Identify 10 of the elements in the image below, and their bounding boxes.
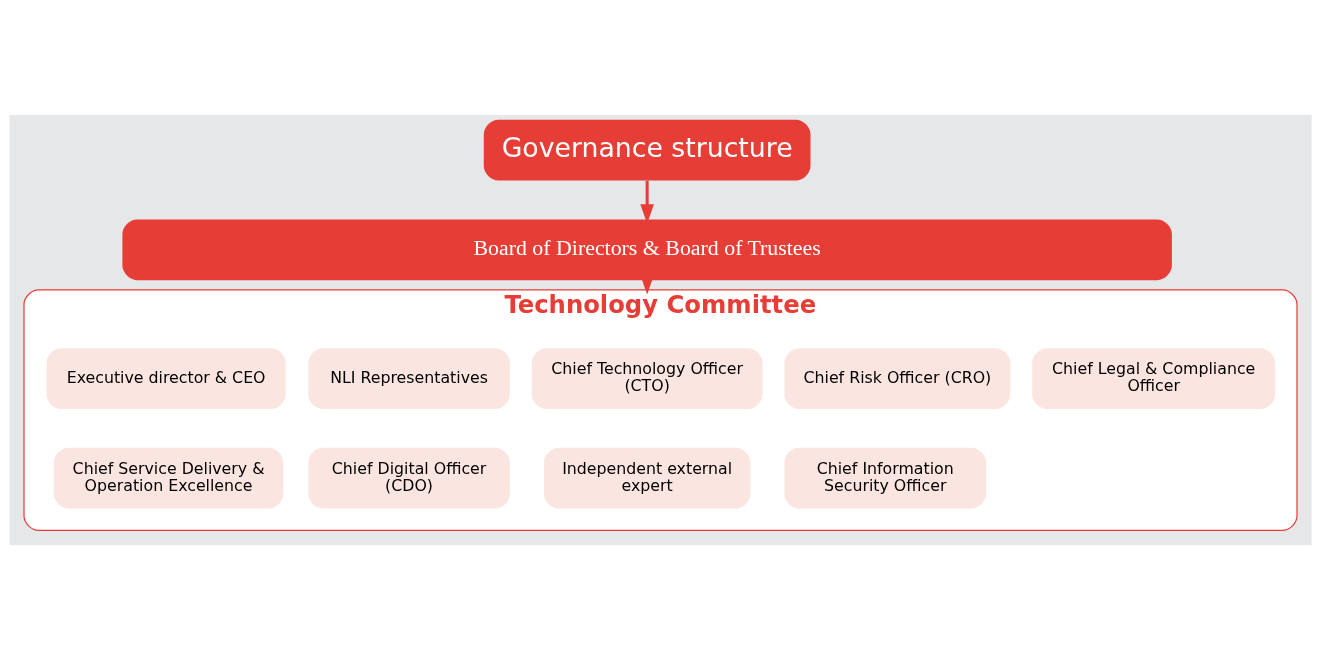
- node-box: Chief Technology Officer (CTO): [531, 347, 763, 409]
- node-box: NLI Representatives: [308, 347, 510, 409]
- node-box: Governance structure: [483, 119, 811, 181]
- node-box: Executive director & CEO: [46, 347, 286, 409]
- node-box: Independent external expert: [543, 447, 751, 509]
- node-box: Chief Legal & Compliance Officer: [1032, 347, 1276, 409]
- node-box: Chief Digital Officer (CDO): [308, 447, 510, 509]
- node-box: Chief Information Security Officer: [784, 447, 987, 509]
- node-box: Chief Risk Officer (CRO): [784, 347, 1011, 409]
- node-box: Chief Service Delivery & Operation Excellence: [53, 447, 284, 509]
